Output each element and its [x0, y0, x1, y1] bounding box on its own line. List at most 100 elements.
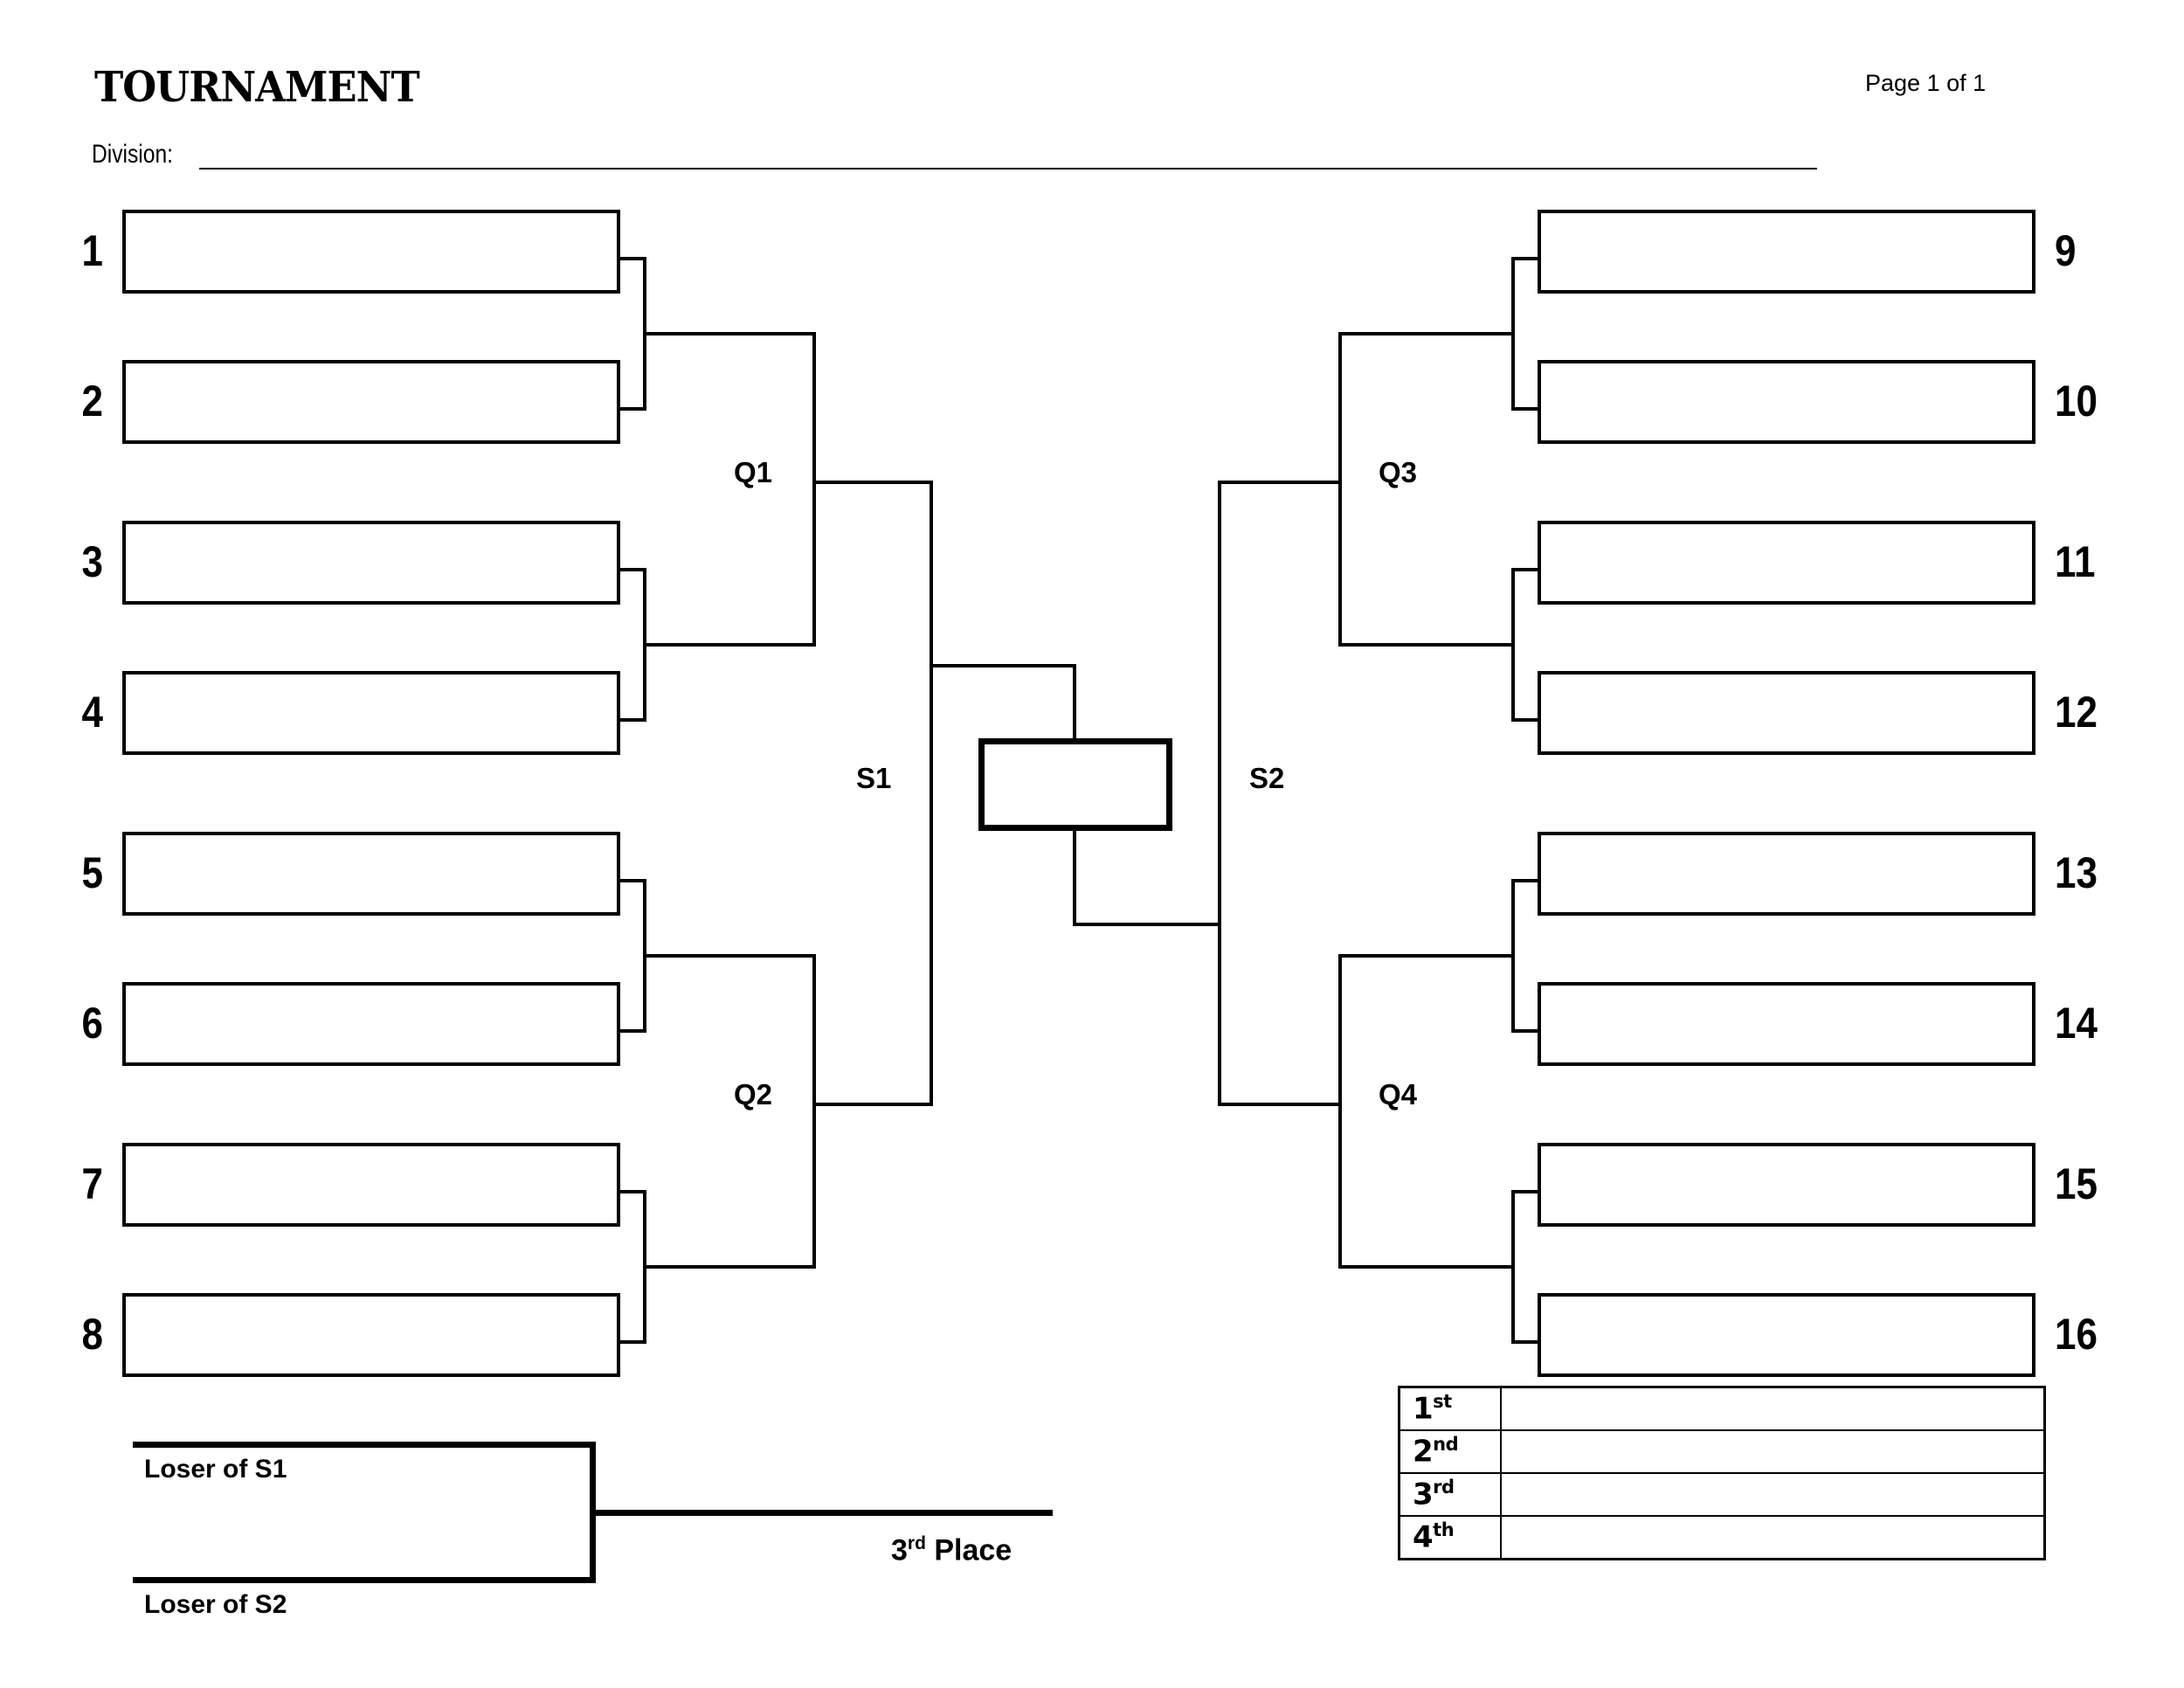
champion-to-s2-drop — [1073, 828, 1076, 926]
seed-number-12: 12 — [2055, 688, 2098, 737]
seed-number-3: 3 — [81, 537, 103, 586]
placement-table: 1st 2nd 3rd 4th — [1398, 1386, 2046, 1560]
team-slot-4[interactable] — [122, 671, 620, 755]
round-label-s1: S1 — [856, 762, 892, 794]
seed-number-13: 13 — [2055, 848, 2098, 897]
third-place-label: 3rd Place — [891, 1533, 1012, 1567]
placement-number-4: 4 — [1413, 1519, 1434, 1555]
seed-number-14: 14 — [2055, 999, 2098, 1048]
q1-bracket-top — [643, 332, 816, 336]
placement-value-1st[interactable] — [1500, 1386, 2046, 1431]
table-row: 1st — [1398, 1386, 2046, 1431]
team-slot-10[interactable] — [1538, 360, 2035, 444]
team-slot-12[interactable] — [1538, 671, 2035, 755]
placement-suffix-3: rd — [1433, 1477, 1455, 1498]
connector-pair-1-2-top — [619, 257, 646, 260]
team-slot-14[interactable] — [1538, 982, 2035, 1066]
team-slot-8[interactable] — [122, 1293, 620, 1377]
division-input-line[interactable] — [199, 168, 1817, 169]
q1-bracket-stem — [812, 332, 816, 647]
q4-bracket-bottom — [1338, 1265, 1513, 1269]
connector-pair-7-8-bottom — [619, 1340, 646, 1344]
seed-number-1: 1 — [81, 226, 103, 275]
seed-number-7: 7 — [81, 1159, 103, 1208]
s2-bracket-top — [1218, 481, 1340, 484]
team-slot-16[interactable] — [1538, 1293, 2035, 1377]
connector-pair-15-16-stem — [1511, 1190, 1515, 1344]
s1-to-champion-line — [930, 664, 1076, 668]
s1-bracket-bottom — [812, 1103, 933, 1106]
seed-number-4: 4 — [81, 688, 103, 737]
team-slot-11[interactable] — [1538, 521, 2035, 605]
page-number: Page 1 of 1 — [1865, 70, 1987, 96]
placement-ordinal-2nd: 2nd — [1398, 1429, 1502, 1474]
team-slot-9[interactable] — [1538, 210, 2035, 294]
connector-pair-13-14-top — [1511, 879, 1539, 882]
third-place-text: Place — [925, 1533, 1013, 1567]
champion-slot[interactable] — [978, 738, 1172, 831]
seed-number-2: 2 — [81, 377, 103, 425]
connector-pair-5-6-top — [619, 879, 646, 882]
consolation-output-line — [590, 1510, 1053, 1516]
s1-to-champion-drop — [1073, 664, 1076, 741]
q3-bracket-bottom — [1338, 643, 1513, 647]
team-slot-3[interactable] — [122, 521, 620, 605]
seed-number-11: 11 — [2055, 537, 2096, 586]
third-place-ordinal-suffix: rd — [907, 1533, 926, 1553]
third-place-number: 3 — [891, 1533, 908, 1567]
connector-pair-11-12-bottom — [1511, 718, 1539, 722]
division-label: Division: — [92, 140, 173, 169]
team-slot-1[interactable] — [122, 210, 620, 294]
placement-value-2nd[interactable] — [1500, 1429, 2046, 1474]
round-label-q2: Q2 — [734, 1078, 773, 1110]
round-label-s2: S2 — [1249, 762, 1285, 794]
connector-pair-5-6-bottom — [619, 1029, 646, 1033]
team-slot-2[interactable] — [122, 360, 620, 444]
team-slot-13[interactable] — [1538, 832, 2035, 916]
team-slot-7[interactable] — [122, 1143, 620, 1227]
loser-of-s2-label: Loser of S2 — [144, 1590, 287, 1619]
seed-number-5: 5 — [81, 848, 103, 897]
connector-pair-9-10-stem — [1511, 257, 1515, 411]
connector-pair-3-4-bottom — [619, 718, 646, 722]
placement-ordinal-3rd: 3rd — [1398, 1472, 1502, 1517]
placement-number-2: 2 — [1413, 1434, 1434, 1470]
q2-bracket-stem — [812, 954, 816, 1269]
loser-of-s1-label: Loser of S1 — [144, 1455, 287, 1484]
table-row: 4th — [1398, 1515, 2046, 1560]
team-slot-5[interactable] — [122, 832, 620, 916]
placement-number-3: 3 — [1413, 1477, 1434, 1512]
placement-value-3rd[interactable] — [1500, 1472, 2046, 1517]
connector-pair-13-14-bottom — [1511, 1029, 1539, 1033]
seed-number-15: 15 — [2055, 1159, 2098, 1208]
s1-bracket-top — [812, 481, 933, 484]
placement-value-4th[interactable] — [1500, 1515, 2046, 1560]
connector-pair-11-12-stem — [1511, 568, 1515, 722]
seed-number-6: 6 — [81, 999, 103, 1048]
placement-suffix-1: st — [1433, 1391, 1452, 1413]
connector-pair-15-16-bottom — [1511, 1340, 1539, 1344]
connector-pair-1-2-bottom — [619, 407, 646, 411]
connector-pair-7-8-top — [619, 1190, 646, 1193]
placement-suffix-2: nd — [1433, 1434, 1459, 1456]
q2-bracket-top — [643, 954, 816, 958]
connector-pair-15-16-top — [1511, 1190, 1539, 1193]
connector-pair-9-10-bottom — [1511, 407, 1539, 411]
page-title: TOURNAMENT — [94, 63, 420, 112]
s2-bracket-stem — [1218, 481, 1221, 1106]
consolation-bottom-line — [133, 1577, 596, 1583]
connector-pair-13-14-stem — [1511, 879, 1515, 1033]
q4-bracket-stem — [1338, 954, 1342, 1269]
team-slot-6[interactable] — [122, 982, 620, 1066]
round-label-q3: Q3 — [1379, 456, 1418, 488]
consolation-top-line — [133, 1442, 596, 1448]
team-slot-15[interactable] — [1538, 1143, 2035, 1227]
s2-bracket-bottom — [1218, 1103, 1340, 1106]
connector-pair-3-4-top — [619, 568, 646, 571]
connector-pair-11-12-top — [1511, 568, 1539, 571]
q3-bracket-top — [1338, 332, 1513, 336]
q1-bracket-bottom — [643, 643, 816, 647]
seed-number-16: 16 — [2055, 1310, 2098, 1359]
table-row: 2nd — [1398, 1429, 2046, 1474]
